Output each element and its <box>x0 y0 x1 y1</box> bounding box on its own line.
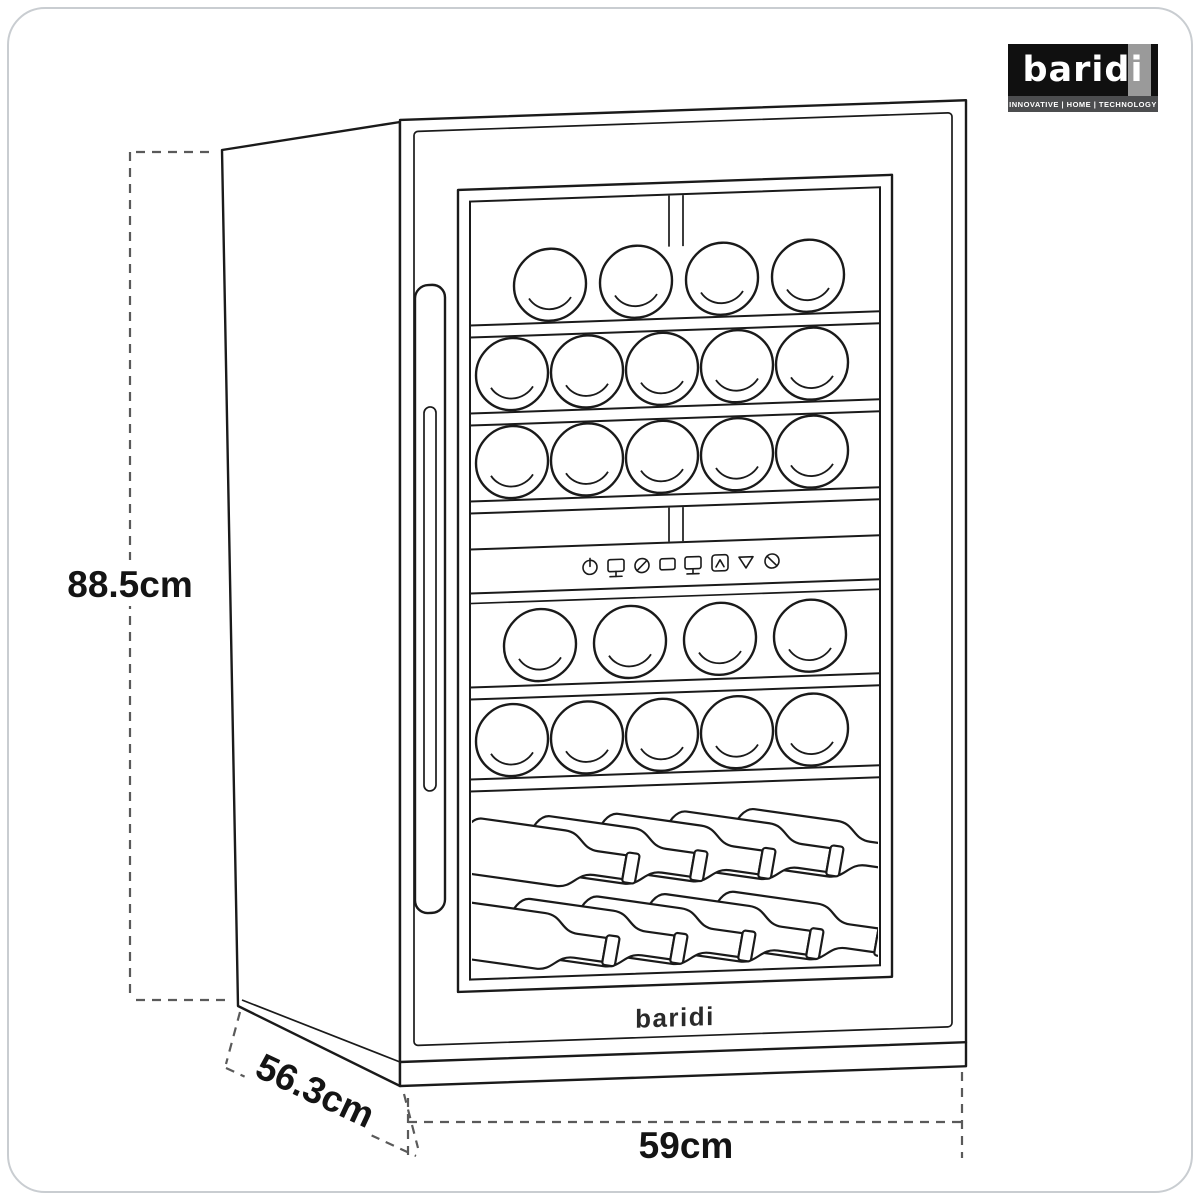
shelf <box>470 498 880 515</box>
shelf <box>470 486 880 503</box>
depth-label-mask <box>242 1041 388 1141</box>
shelf-row-3 <box>470 413 880 515</box>
brand-tagline: INNOVATIVE | HOME | TECHNOLOGY <box>1008 96 1158 112</box>
bottle <box>624 330 700 408</box>
screen-icon <box>659 557 676 571</box>
temp-up-icon <box>711 553 729 572</box>
shelf <box>470 764 880 781</box>
eco-icon <box>764 553 780 569</box>
display-icon <box>607 558 625 578</box>
brand-logo: baridi INNOVATIVE | HOME | TECHNOLOGY <box>1008 44 1158 112</box>
shelf <box>470 672 880 689</box>
bottle <box>592 603 668 681</box>
temp-down-icon <box>738 555 754 569</box>
bottle <box>624 418 700 496</box>
bottle <box>474 335 550 413</box>
brand-logo-text: baridi <box>1022 50 1144 90</box>
bottle <box>474 423 550 501</box>
cabinet-side-panel <box>220 120 402 1088</box>
shelf-row-1 <box>470 237 880 339</box>
depth-extension-back <box>224 1011 242 1065</box>
height-dimension-label: 88.5cm <box>67 564 193 605</box>
door-handle <box>413 283 447 915</box>
bottle <box>549 421 625 498</box>
bottle <box>774 691 850 769</box>
shelf <box>470 410 880 427</box>
plinth-line <box>398 1041 968 1064</box>
bottle <box>474 701 550 779</box>
light-icon <box>634 557 650 574</box>
bottle <box>549 699 625 776</box>
door-brand-label: baridi <box>635 1001 715 1034</box>
bottle <box>682 600 758 678</box>
mid-zone-divider <box>668 507 684 542</box>
bottle <box>549 333 625 410</box>
control-panel <box>470 534 880 605</box>
logo-accent-stripe <box>1128 44 1151 96</box>
shelf-row-2 <box>470 325 880 427</box>
bottle <box>774 413 850 491</box>
bottle <box>598 243 674 321</box>
screen-stand-icon <box>684 555 702 575</box>
glass-frame-outer <box>456 173 894 994</box>
bottle <box>512 246 588 324</box>
shelf-row-4 <box>470 597 880 701</box>
bottle <box>699 327 775 405</box>
upper-zone-divider <box>668 195 684 247</box>
bottle <box>770 237 846 315</box>
shelf-row-5 <box>470 691 880 793</box>
power-icon <box>582 557 598 576</box>
bottle <box>699 415 775 493</box>
height-label-mask <box>66 560 194 606</box>
bottle <box>774 325 850 403</box>
bottle <box>502 606 578 684</box>
shelf <box>470 322 880 339</box>
cabinet-side-plinth-line <box>241 999 401 1063</box>
shelf <box>470 684 880 701</box>
glass-frame-inner <box>469 186 881 981</box>
shelf <box>470 310 880 327</box>
cabinet-front: baridi <box>398 99 968 1088</box>
bottle <box>699 693 775 771</box>
bottle <box>684 240 760 318</box>
bottle <box>624 696 700 774</box>
brand-logo-box: baridi <box>1008 44 1158 96</box>
shelf <box>470 398 880 415</box>
bottle <box>772 597 848 675</box>
width-dimension-label: 59cm <box>639 1125 734 1166</box>
shelf <box>470 776 880 793</box>
